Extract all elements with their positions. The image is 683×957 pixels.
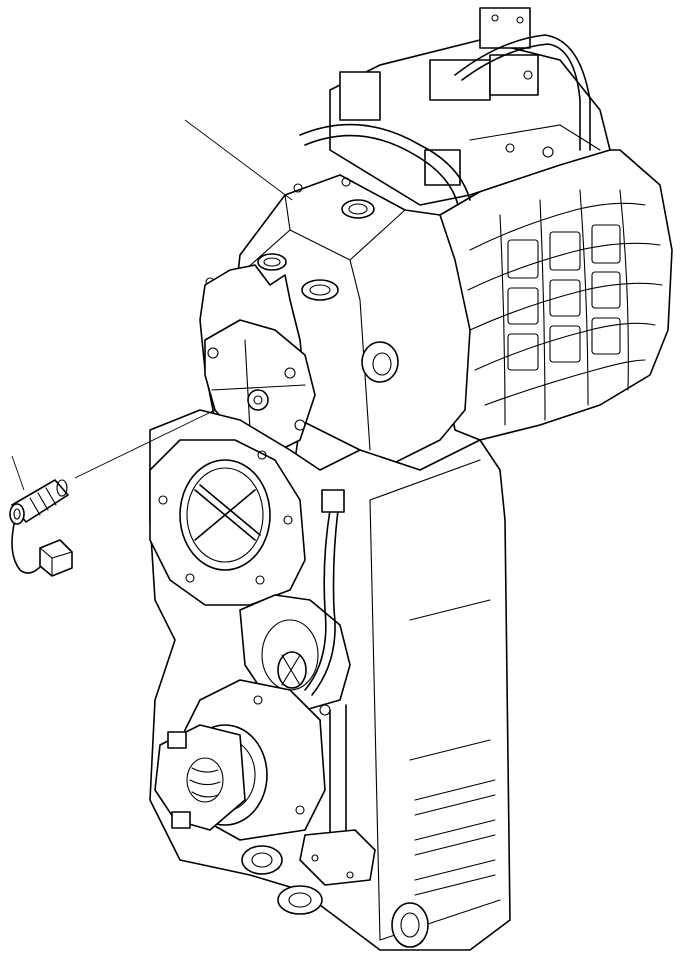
control-valve [300, 8, 610, 205]
speed-sensor [10, 480, 72, 576]
leader-line-sensor [75, 410, 215, 478]
gear-window [240, 595, 350, 715]
transmission-assembly [150, 8, 672, 950]
side-tube [300, 490, 375, 885]
output-flange-upper [150, 440, 305, 605]
output-flange-lower [155, 680, 325, 840]
leader-line-sensor-tag [12, 456, 24, 490]
bottom-ports [242, 846, 428, 947]
finned-housing [440, 150, 672, 440]
leader-lines [12, 120, 292, 490]
leader-line-housing [185, 120, 292, 200]
